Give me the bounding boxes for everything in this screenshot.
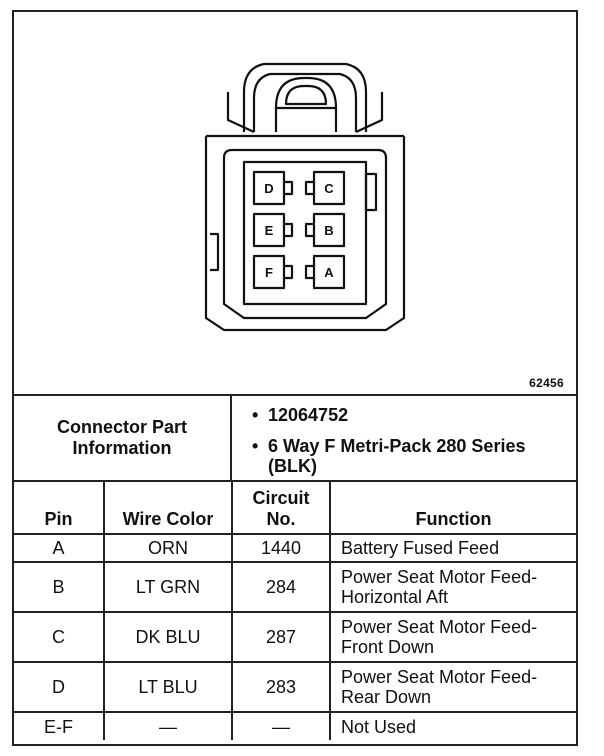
wire-color-cell: LT BLU bbox=[103, 661, 233, 713]
left-rib bbox=[210, 232, 220, 272]
cavity-e bbox=[252, 212, 286, 248]
header-function: Function bbox=[329, 482, 576, 535]
table-row: C DK BLU 287 Power Seat Motor Feed-Front… bbox=[14, 611, 576, 663]
part-number: 12064752 bbox=[268, 405, 349, 425]
circuit-cell: 284 bbox=[231, 561, 331, 613]
connector-figure-area: D C E B F A 62456 bbox=[14, 12, 576, 396]
latch-inner bbox=[252, 72, 358, 132]
body-inner-wall bbox=[242, 160, 368, 306]
latch-shoulder-right bbox=[355, 92, 384, 133]
latch-slot bbox=[274, 76, 338, 110]
cavity-label-a: A bbox=[324, 265, 334, 280]
circuit-cell: 1440 bbox=[231, 533, 331, 563]
cavity-c bbox=[312, 170, 346, 206]
header-circuit-no-text: Circuit No. bbox=[252, 488, 310, 529]
table-row: A ORN 1440 Battery Fused Feed bbox=[14, 533, 576, 563]
cavity-b bbox=[312, 212, 346, 248]
bullet-icon: • bbox=[252, 405, 259, 425]
table-row: D LT BLU 283 Power Seat Motor Feed-Rear … bbox=[14, 661, 576, 713]
cavity-label-f: F bbox=[265, 265, 273, 280]
function-cell: Not Used bbox=[329, 711, 576, 740]
body-outer bbox=[204, 136, 406, 332]
part-description: 6 Way F Metri-Pack 280 Series (BLK) bbox=[268, 436, 526, 476]
body-inner bbox=[222, 148, 388, 320]
pin-cell: D bbox=[14, 661, 105, 713]
connector-face-illustration: D C E B F A bbox=[204, 62, 406, 332]
pin-cell: C bbox=[14, 611, 105, 663]
connector-part-info: Connector Part Information • 12064752 • 6 … bbox=[14, 396, 576, 482]
table-header-row: Pin Wire Color Circuit No. Function bbox=[14, 482, 576, 535]
latch-shoulder-left bbox=[226, 92, 255, 133]
wire-color-cell: — bbox=[103, 711, 233, 740]
cavity-label-b: B bbox=[324, 223, 333, 238]
connector-sheet: D C E B F A 62456 Connector Part Informa… bbox=[12, 10, 578, 746]
table-row: E-F — — Not Used bbox=[14, 711, 576, 740]
latch-slot-inner bbox=[284, 84, 328, 106]
part-info-label: Connector Part Information bbox=[14, 396, 232, 480]
right-rib bbox=[364, 172, 378, 212]
part-info-values: • 12064752 • 6 Way F Metri-Pack 280 Series… bbox=[232, 396, 576, 480]
bullet-icon: • bbox=[252, 436, 259, 456]
wire-color-cell: LT GRN bbox=[103, 561, 233, 613]
cavity-label-e: E bbox=[265, 223, 274, 238]
function-cell: Battery Fused Feed bbox=[329, 533, 576, 563]
part-description-line: • 6 Way F Metri-Pack 280 Series (BLK) bbox=[252, 436, 552, 476]
pin-cell: A bbox=[14, 533, 105, 563]
circuit-cell: 283 bbox=[231, 661, 331, 713]
function-cell: Power Seat Motor Feed-Front Down bbox=[329, 611, 576, 663]
wire-color-cell: DK BLU bbox=[103, 611, 233, 663]
header-pin: Pin bbox=[14, 482, 105, 535]
cavity-a bbox=[312, 254, 346, 290]
figure-number: 62456 bbox=[529, 376, 564, 390]
cavity-label-d: D bbox=[264, 181, 273, 196]
function-cell: Power Seat Motor Feed-Horizontal Aft bbox=[329, 561, 576, 613]
part-info-label-text: Connector Part Information bbox=[56, 417, 188, 458]
wire-color-cell: ORN bbox=[103, 533, 233, 563]
function-cell: Power Seat Motor Feed-Rear Down bbox=[329, 661, 576, 713]
pin-table: Pin Wire Color Circuit No. Function A OR… bbox=[14, 482, 576, 740]
header-wire-color: Wire Color bbox=[103, 482, 233, 535]
latch-outer bbox=[242, 62, 368, 132]
pin-cell: E-F bbox=[14, 711, 105, 740]
part-number-line: • 12064752 bbox=[252, 405, 348, 425]
cavity-label-c: C bbox=[324, 181, 334, 196]
latch-neck bbox=[274, 108, 338, 132]
header-circuit-no: Circuit No. bbox=[231, 482, 331, 535]
circuit-cell: — bbox=[231, 711, 331, 740]
table-row: B LT GRN 284 Power Seat Motor Feed-Horiz… bbox=[14, 561, 576, 613]
circuit-cell: 287 bbox=[231, 611, 331, 663]
cavity-f bbox=[252, 254, 286, 290]
cavity-d bbox=[252, 170, 286, 206]
pin-cell: B bbox=[14, 561, 105, 613]
